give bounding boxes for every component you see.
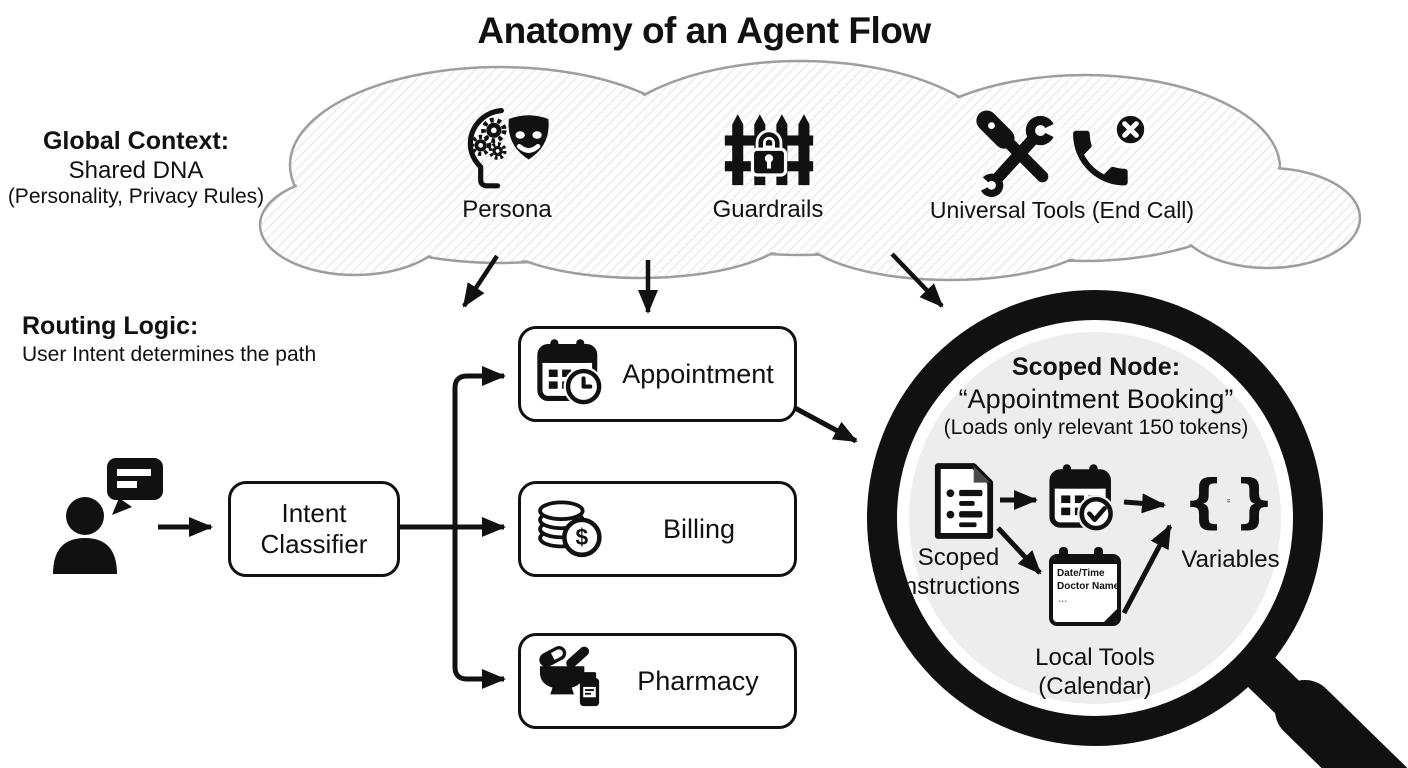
scoped-instructions-line1: Scoped (917, 544, 1000, 571)
routing-logic-line1: User Intent determines the path (22, 342, 317, 366)
calendar-note-line1: Date/Time (1057, 568, 1105, 579)
brace-right-glyph: } (1233, 467, 1275, 535)
pharmacy-label: Pharmacy (637, 665, 759, 696)
arrow-cloud-to-magnifier (890, 252, 944, 308)
scoped-node-heading: Scoped Node: “Appointment Booking” (Load… (915, 352, 1277, 441)
user-speech-icon (53, 458, 163, 574)
intent-classifier-line1: Intent (281, 498, 347, 529)
persona-mask-icon (467, 107, 549, 189)
variables-braces-icon: { } (1183, 462, 1275, 540)
arrow-cloud-to-left (462, 254, 499, 308)
persona-label: Persona (462, 196, 552, 223)
universal-tools-label: Universal Tools (End Call) (929, 197, 1195, 223)
global-context-line2: (Personality, Privacy Rules) (7, 184, 265, 208)
arrow-classifier-to-pharmacy (452, 527, 506, 689)
calendar-note-ellipsis: ... (1058, 593, 1068, 605)
variables-list-glyph (1227, 499, 1231, 503)
calendar-body: Date/Time Doctor Name ... (1049, 554, 1121, 626)
global-context-heading: Global Context: (42, 127, 230, 155)
scoped-instructions-label: Scoped Instructions (876, 544, 1041, 602)
appointment-node: Appointment (518, 326, 797, 422)
mortar-pestle-icon (539, 645, 600, 707)
arrow-calendar-to-variables (1123, 493, 1166, 514)
routing-logic-label: Routing Logic: User Intent determines th… (22, 311, 402, 367)
billing-label: Billing (662, 513, 736, 544)
arrow-appointment-to-magnifier (793, 405, 858, 444)
brace-left-glyph: { (1183, 467, 1225, 535)
global-context-label: Global Context: Shared DNA (Personality,… (0, 127, 272, 210)
universal-tools-end-call-icon (973, 110, 1149, 198)
dollar-glyph: $ (576, 524, 589, 550)
calendar-header-band (1053, 558, 1117, 564)
intent-classifier-node: Intent Classifier (228, 481, 400, 577)
calendar-clock-icon (537, 339, 604, 407)
scoped-instructions-doc-icon (934, 463, 994, 539)
intent-classifier-line2: Classifier (260, 529, 368, 559)
routing-logic-heading: Routing Logic: (22, 312, 199, 340)
billing-node: $ Billing (518, 481, 797, 577)
calendar-check-icon (1049, 464, 1116, 533)
local-tools-calendar-icon: Date/Time Doctor Name ... (1049, 547, 1121, 628)
scoped-node-note: (Loads only relevant 150 tokens) (943, 416, 1249, 440)
page-title: Anatomy of an Agent Flow (477, 10, 931, 51)
magnifier-handle-neck (1232, 643, 1335, 744)
global-context-line1: Shared DNA (68, 156, 204, 184)
arrow-classifier-to-appointment (452, 366, 506, 527)
calendar-note-line2: Doctor Name (1057, 581, 1120, 592)
scoped-instructions-line2: Instructions (897, 572, 1020, 600)
scoped-node-subtitle: “Appointment Booking” (958, 383, 1234, 414)
appointment-label: Appointment (622, 358, 774, 389)
local-tools-label: Local Tools (Calendar) (1010, 644, 1180, 702)
guardrails-fence-lock-icon (724, 114, 814, 186)
local-tools-line2: (Calendar) (1038, 672, 1152, 700)
guardrails-label: Guardrails (712, 196, 824, 223)
scoped-node-title: Scoped Node: (1011, 353, 1181, 381)
calendar-fold-corner (1103, 608, 1117, 622)
coins-dollar-icon: $ (538, 500, 602, 558)
local-tools-line1: Local Tools (1035, 644, 1155, 671)
variables-label: Variables (1181, 546, 1280, 573)
magnifier-handle-grip (1275, 680, 1408, 768)
pharmacy-node: Pharmacy (518, 633, 797, 729)
